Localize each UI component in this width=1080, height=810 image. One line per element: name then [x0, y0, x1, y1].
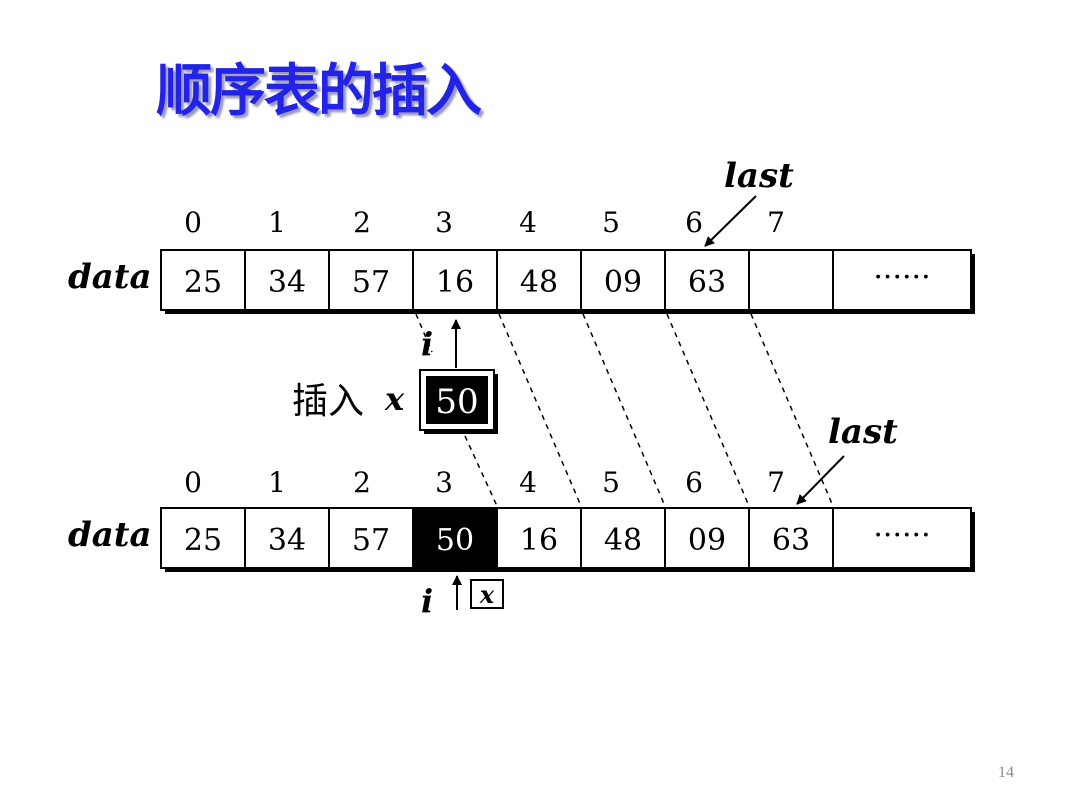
- insert-x-label: x: [384, 380, 405, 418]
- after-cell-0: 25: [184, 523, 222, 558]
- after-index-6: 6: [685, 466, 703, 499]
- insert-value-box: 50: [419, 369, 498, 434]
- after-x-box: x: [470, 579, 504, 609]
- after-array: 25 34 57 50 16 48 09 63 ······: [160, 507, 975, 572]
- after-index-7: 7: [767, 466, 785, 499]
- after-cell-4: 16: [520, 523, 558, 558]
- after-ellipsis: ······: [873, 518, 930, 553]
- before-array: 25 34 57 16 48 09 63 ······: [160, 249, 975, 314]
- before-index-1: 1: [268, 206, 286, 239]
- before-cell-3: 16: [436, 265, 474, 300]
- after-index-3: 3: [435, 466, 453, 499]
- insert-label: 插入: [292, 381, 364, 422]
- after-array-label: data: [68, 515, 152, 555]
- before-index-0: 0: [184, 206, 202, 239]
- before-cell-5: 09: [604, 265, 642, 300]
- after-cell-3: 50: [436, 523, 474, 558]
- after-index-1: 1: [268, 466, 286, 499]
- after-x-label: x: [479, 580, 495, 609]
- after-last-arrow: [796, 455, 845, 505]
- before-last-arrow: [704, 195, 757, 247]
- before-index-6: 6: [685, 206, 703, 239]
- after-index-0: 0: [184, 466, 202, 499]
- before-ellipsis: ······: [873, 260, 930, 295]
- after-index-4: 4: [519, 466, 537, 499]
- after-index-2: 2: [353, 466, 371, 499]
- insert-i-label: i: [421, 325, 433, 363]
- before-cell-2: 57: [352, 265, 390, 300]
- slide-title: 顺序表的插入: [156, 59, 482, 124]
- before-cell-0: 25: [184, 265, 222, 300]
- before-index-7: 7: [767, 206, 785, 239]
- after-index-5: 5: [602, 466, 620, 499]
- after-cell-7: 63: [772, 523, 810, 558]
- after-index-row: 0 1 2 3 4 5 6 7: [184, 466, 785, 499]
- before-index-3: 3: [435, 206, 453, 239]
- after-cell-2: 57: [352, 523, 390, 558]
- before-index-4: 4: [519, 206, 537, 239]
- page-number: 14: [998, 764, 1014, 781]
- after-cell-1: 34: [268, 523, 306, 558]
- before-cell-6: 63: [688, 265, 726, 300]
- before-index-5: 5: [602, 206, 620, 239]
- before-cell-1: 34: [268, 265, 306, 300]
- before-last-label: last: [724, 156, 794, 196]
- before-index-2: 2: [353, 206, 371, 239]
- after-i-label: i: [421, 582, 433, 620]
- insert-value: 50: [435, 382, 478, 422]
- after-last-label: last: [828, 412, 898, 452]
- before-array-label: data: [68, 257, 152, 297]
- before-index-row: 0 1 2 3 4 5 6 7: [184, 206, 785, 239]
- shift-lines: [415, 313, 834, 507]
- before-cell-4: 48: [520, 265, 558, 300]
- after-cell-6: 09: [688, 523, 726, 558]
- after-cell-5: 48: [604, 523, 642, 558]
